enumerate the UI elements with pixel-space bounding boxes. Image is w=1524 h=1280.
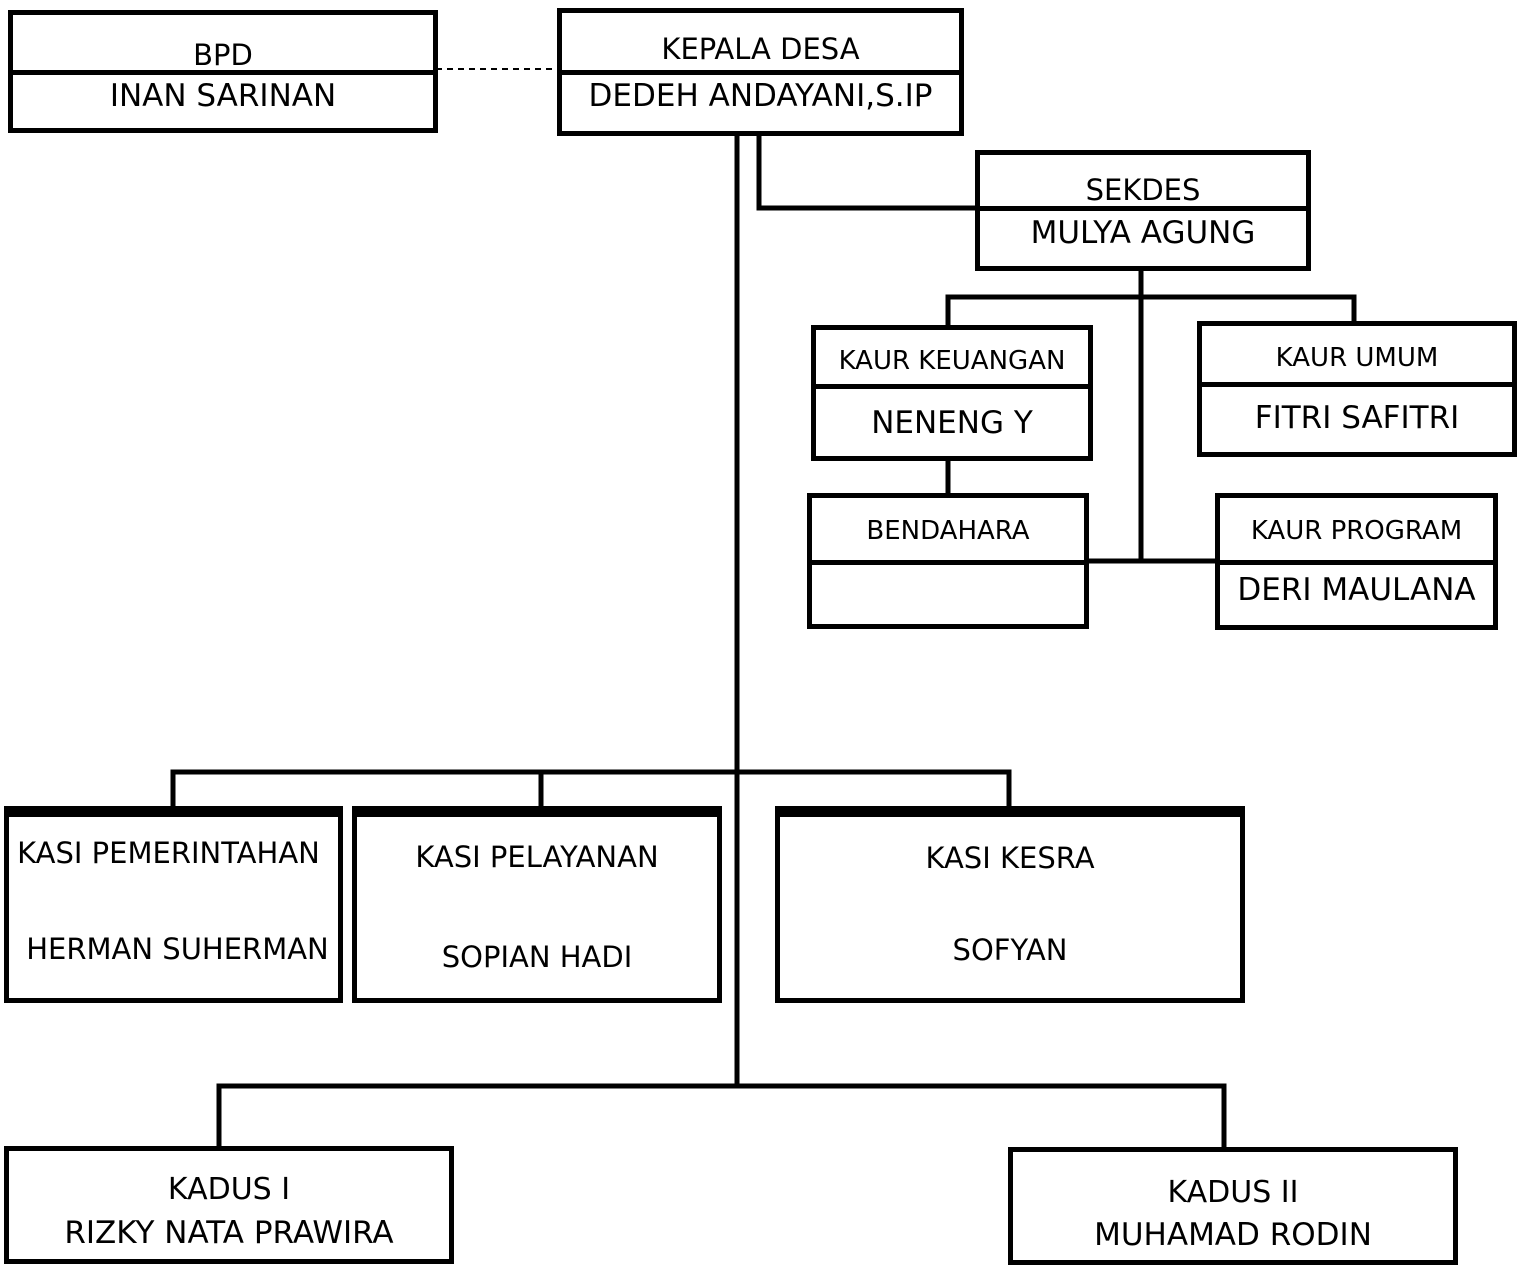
kadus-2-box: KADUS II MUHAMAD RODIN <box>1008 1147 1458 1265</box>
kades-sekdes-line <box>756 134 978 211</box>
kasi-pemerintahan-title: KASI PEMERINTAHAN <box>17 836 320 870</box>
kadus-2-title: KADUS II <box>1167 1175 1299 1210</box>
bendahara-title: BENDAHARA <box>866 516 1030 546</box>
sekdes-name: MULYA AGUNG <box>1030 215 1256 251</box>
kaur-umum-name: FITRI SAFITRI <box>1254 400 1460 436</box>
kaur-keuangan-title: KAUR KEUANGAN <box>838 346 1066 376</box>
kaur-umum-title: KAUR UMUM <box>1275 343 1439 373</box>
kadus-bar-line <box>216 1083 1227 1150</box>
kaur-bar-line <box>945 294 1357 328</box>
bendahara-box: BENDAHARA <box>807 493 1089 629</box>
sekdes-box: SEKDES MULYA AGUNG <box>975 150 1311 271</box>
bpd-title: BPD <box>193 38 253 72</box>
kepala-desa-box: KEPALA DESA DEDEH ANDAYANI,S.IP <box>557 8 964 136</box>
kasi-pelayanan-name: SOPIAN HADI <box>441 940 633 974</box>
sekdes-divider <box>980 206 1306 211</box>
kasi-pelayanan-box: KASI PELAYANAN SOPIAN HADI <box>352 806 722 1003</box>
sekdes-title: SEKDES <box>1085 173 1201 207</box>
kaur-umum-box: KAUR UMUM FITRI SAFITRI <box>1197 321 1517 457</box>
kasi-bar-line <box>170 769 1012 810</box>
kaur-program-divider <box>1220 560 1493 565</box>
kaur-program-box: KAUR PROGRAM DERI MAULANA <box>1215 493 1498 630</box>
kaur-program-name: DERI MAULANA <box>1237 572 1476 608</box>
kadus-1-box: KADUS I RIZKY NATA PRAWIRA <box>4 1146 454 1264</box>
kaur-keuangan-divider <box>816 384 1088 389</box>
kadus-2-name: MUHAMAD RODIN <box>1094 1217 1372 1253</box>
kasi-kesra-name: SOFYAN <box>952 933 1068 967</box>
kaur-program-title: KAUR PROGRAM <box>1250 516 1463 546</box>
kasi-pemerintahan-box: KASI PEMERINTAHAN HERMAN SUHERMAN <box>4 806 343 1003</box>
kasi-pelayanan-title: KASI PELAYANAN <box>415 840 659 874</box>
kepala-desa-name: DEDEH ANDAYANI,S.IP <box>588 78 933 114</box>
kaur-keuangan-box: KAUR KEUANGAN NENENG Y <box>811 325 1093 461</box>
kasi-kesra-box: KASI KESRA SOFYAN <box>775 806 1245 1003</box>
kaur-keuangan-name: NENENG Y <box>871 405 1033 441</box>
kadus-1-name: RIZKY NATA PRAWIRA <box>64 1215 394 1251</box>
bendahara-divider <box>812 560 1084 565</box>
kaur-umum-divider <box>1202 382 1512 387</box>
bpd-box: BPD INAN SARINAN <box>8 10 438 133</box>
kadus-1-title: KADUS I <box>167 1172 291 1207</box>
kasi-kesra-title: KASI KESRA <box>925 841 1095 875</box>
bpd-divider <box>13 70 433 75</box>
kepala-desa-divider <box>562 70 959 75</box>
kepala-desa-title: KEPALA DESA <box>661 32 860 66</box>
bpd-name: INAN SARINAN <box>109 78 337 114</box>
kasi-pemerintahan-name: HERMAN SUHERMAN <box>26 932 329 966</box>
